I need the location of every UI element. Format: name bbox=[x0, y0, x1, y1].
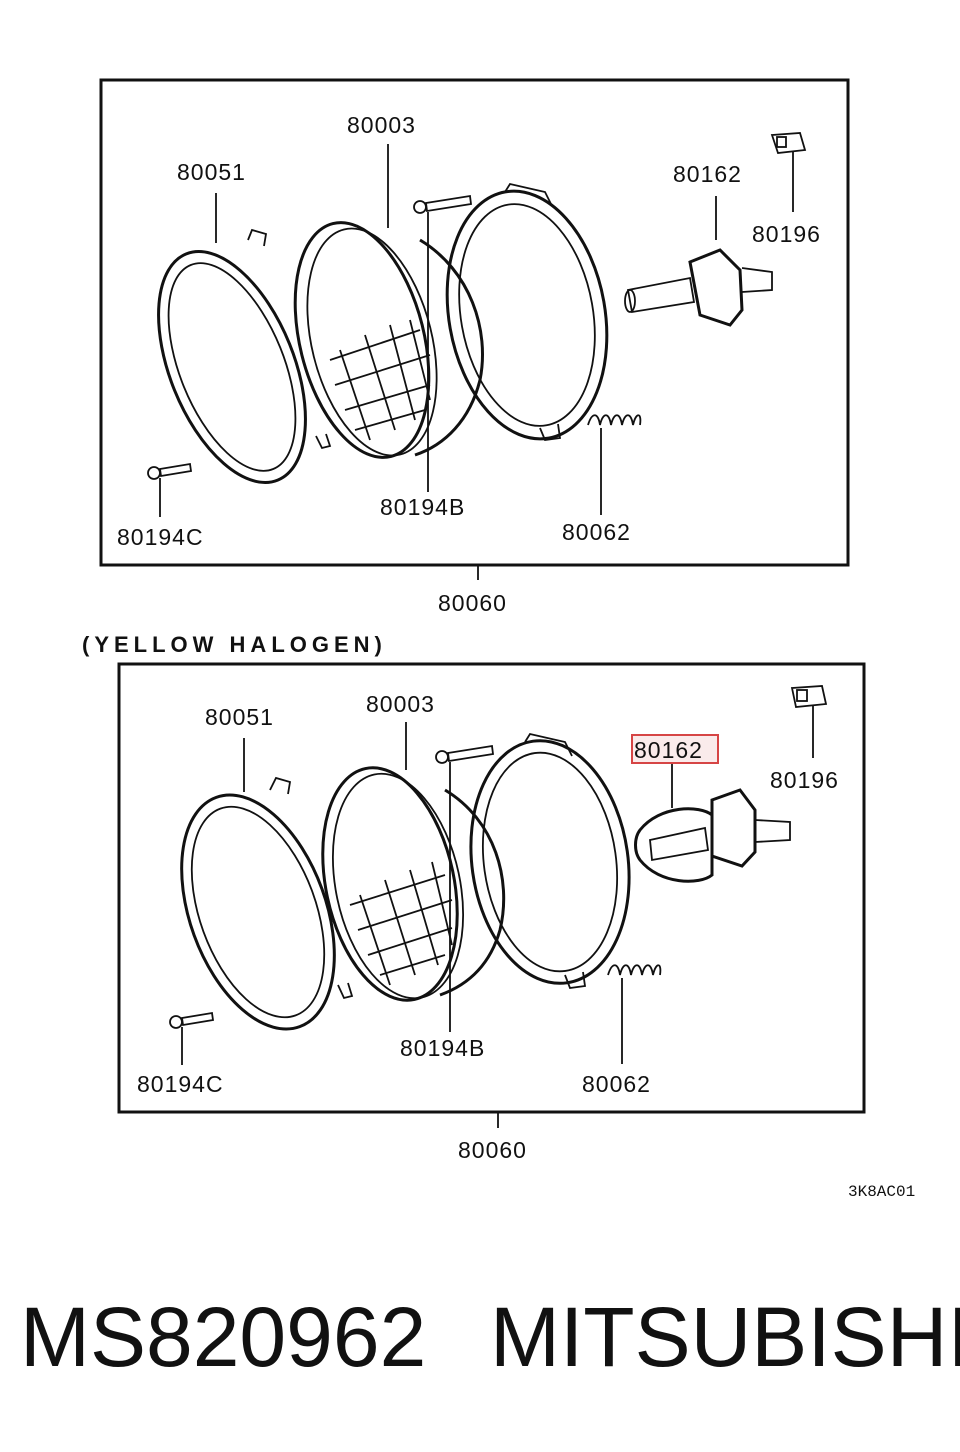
top-beam-unit-drawing bbox=[293, 221, 484, 459]
top-rim-drawing bbox=[157, 228, 332, 484]
bottom-screw-c-drawing bbox=[169, 1011, 215, 1029]
bottom-section: (YELLOW HALOGEN) bbox=[82, 632, 866, 1163]
bottom-bulb-drawing bbox=[634, 788, 791, 883]
bottom-leader-lines bbox=[181, 706, 814, 1128]
top-bulb-drawing bbox=[624, 248, 773, 327]
top-screw-c-drawing bbox=[147, 462, 193, 480]
bottom-frame bbox=[117, 662, 866, 1114]
bottom-label-assembly: 80060 bbox=[458, 1137, 527, 1163]
top-label-rim: 80051 bbox=[177, 159, 246, 185]
bottom-screw-b-drawing bbox=[435, 744, 495, 764]
bottom-mount-ring-drawing bbox=[469, 732, 631, 989]
diagram-code: 3K8AC01 bbox=[848, 1183, 915, 1201]
bottom-rim-drawing bbox=[180, 776, 354, 1031]
bottom-label-spring: 80062 bbox=[582, 1071, 651, 1097]
top-socket-drawing bbox=[770, 132, 807, 154]
top-label-unit: 80003 bbox=[347, 112, 416, 138]
top-label-assembly: 80060 bbox=[438, 590, 507, 616]
bottom-socket-drawing bbox=[790, 685, 828, 708]
bottom-section-title: (YELLOW HALOGEN) bbox=[82, 632, 387, 657]
top-label-bulb: 80162 bbox=[673, 161, 742, 187]
top-frame bbox=[99, 78, 850, 567]
bottom-label-unit: 80003 bbox=[366, 691, 435, 717]
bottom-label-socket: 80196 bbox=[770, 767, 839, 793]
top-label-screw-c: 80194C bbox=[117, 524, 204, 550]
bottom-spring-drawing bbox=[607, 964, 662, 976]
footer-brand: MITSUBISHI bbox=[490, 1290, 960, 1384]
bottom-label-screw-b: 80194B bbox=[400, 1035, 485, 1061]
top-mount-ring-drawing bbox=[445, 182, 609, 441]
bottom-label-rim: 80051 bbox=[205, 704, 274, 730]
top-label-spring: 80062 bbox=[562, 519, 631, 545]
top-label-socket: 80196 bbox=[752, 221, 821, 247]
highlight-box bbox=[631, 734, 719, 764]
top-spring-drawing bbox=[587, 414, 642, 426]
bottom-beam-unit-drawing bbox=[321, 766, 506, 1002]
footer-part-number: MS820962 bbox=[20, 1290, 426, 1384]
top-leader-lines bbox=[159, 144, 794, 580]
top-section: 80051 80003 80194B 80194C 80162 80196 80… bbox=[99, 78, 850, 616]
top-screw-b-drawing bbox=[413, 194, 473, 214]
top-label-screw-b: 80194B bbox=[380, 494, 465, 520]
bottom-label-bulb[interactable]: 80162 bbox=[634, 737, 703, 763]
bottom-label-screw-c: 80194C bbox=[137, 1071, 224, 1097]
